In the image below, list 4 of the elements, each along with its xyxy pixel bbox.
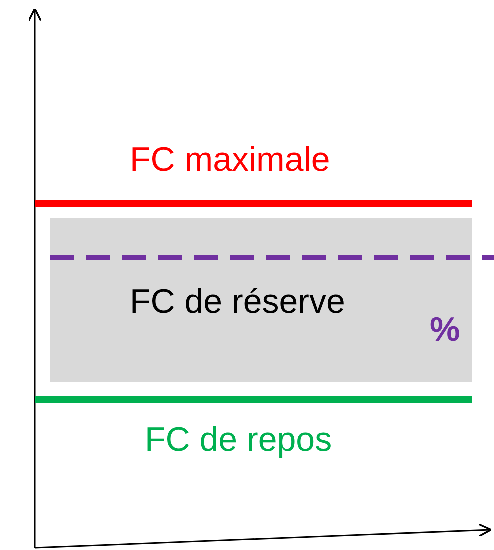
percent-sign: % (430, 310, 460, 350)
band-title: FC de réserve (130, 282, 346, 322)
max-heart-rate-label: FC maximale (130, 140, 330, 180)
rest-heart-rate-label: FC de repos (145, 420, 332, 460)
